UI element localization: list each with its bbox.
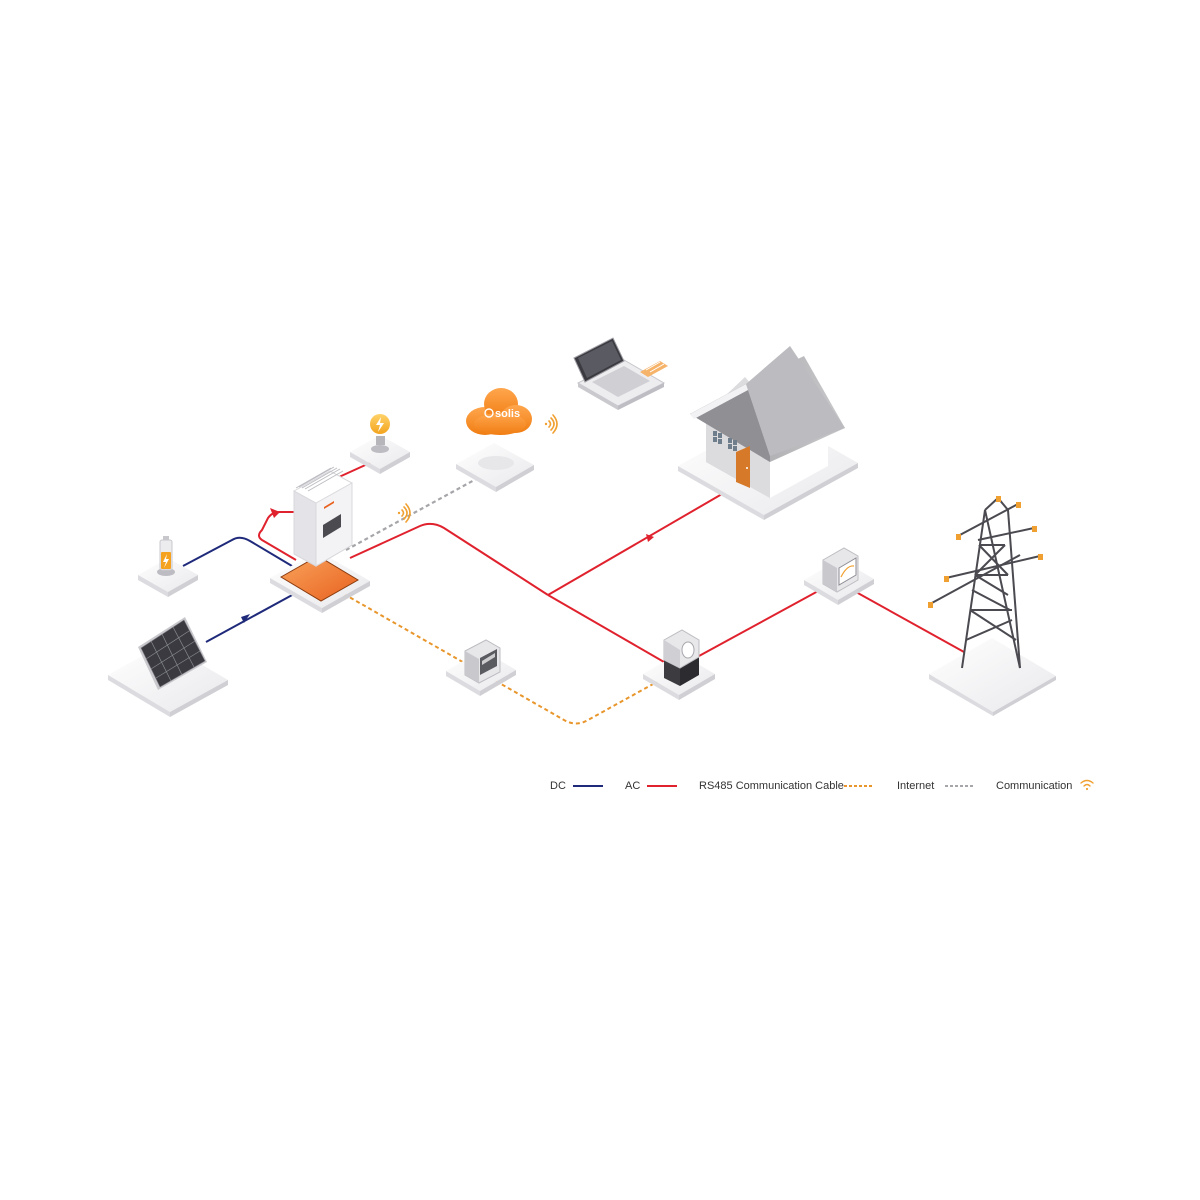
legend-label-rs485: RS485 Communication Cable xyxy=(699,780,844,792)
laptop-keyboard xyxy=(592,366,650,397)
ac-arrow-loop xyxy=(270,508,280,518)
house-window xyxy=(713,431,737,451)
ac-line-junction-to-house xyxy=(547,493,723,596)
ac-line-ct-meter-to-grid-meter xyxy=(687,589,821,663)
pylon-base-plate xyxy=(929,638,1056,712)
legend-label-internet: Internet xyxy=(897,780,934,792)
laptop-app-badge xyxy=(640,361,668,377)
house-door xyxy=(736,446,750,488)
dc-line-battery-to-inverter xyxy=(182,536,293,567)
ac-arrow-to-house xyxy=(646,534,654,542)
rs485-line-inverter-to-ct-meter xyxy=(343,593,665,725)
pylon-insulators xyxy=(928,496,1043,608)
ac-line-junction-to-ct-meter xyxy=(547,594,665,663)
legend-item-rs485: RS485 Communication Cable xyxy=(699,780,874,792)
dc-line-solar-to-inverter xyxy=(205,593,295,643)
backup-load-unit xyxy=(350,414,410,474)
laptop-unit xyxy=(573,337,668,410)
dc-arrow-solar xyxy=(241,614,250,623)
legend-item-dc: DC xyxy=(550,780,603,792)
wireless-signal-icon xyxy=(397,503,411,523)
solar-cells xyxy=(140,619,206,688)
ac-line-inverter-to-junction xyxy=(349,522,549,596)
inverter-display xyxy=(323,514,341,538)
ac-line-inverter-loop xyxy=(258,511,297,561)
internet-line-inverter-to-cloud-base xyxy=(345,477,479,551)
inverter-heat-fins xyxy=(295,466,344,492)
dc-lines xyxy=(182,536,295,643)
grid-pylon-unit xyxy=(928,496,1056,716)
legend-label-communication: Communication xyxy=(996,780,1072,792)
energy-meter-unit xyxy=(446,639,516,696)
legend-item-internet: Internet xyxy=(897,780,975,792)
cloud-icon xyxy=(466,388,532,435)
ac-line-grid-meter-to-pylon xyxy=(855,591,965,653)
solar-panel-unit xyxy=(108,617,228,717)
battery-unit xyxy=(138,536,198,597)
grid-meter-unit xyxy=(804,547,874,605)
inverter-unit xyxy=(270,466,370,613)
house-unit xyxy=(678,346,858,520)
inverter-logo-mark xyxy=(324,501,334,509)
legend-item-ac: AC xyxy=(625,780,677,792)
legend-label-dc: DC xyxy=(550,780,566,792)
grid-meter-dial xyxy=(838,557,857,586)
cloud-monitoring-unit: solis xyxy=(456,388,534,492)
legend-label-ac: AC xyxy=(625,780,640,792)
legend: DC AC RS485 Communication Cable Internet… xyxy=(550,779,1094,792)
ct-clamp-ring xyxy=(681,641,695,659)
cloud-wireless-icon xyxy=(544,414,558,434)
cloud-logo-mark xyxy=(484,408,494,418)
pylon-tower-icon xyxy=(929,496,1041,669)
legend-wifi-icon xyxy=(1080,779,1094,791)
cloud-logo-text: solis xyxy=(495,408,520,420)
ct-sensor-unit xyxy=(643,629,715,700)
inverter-glow-pad xyxy=(280,555,359,602)
legend-item-communication: Communication xyxy=(996,779,1094,792)
